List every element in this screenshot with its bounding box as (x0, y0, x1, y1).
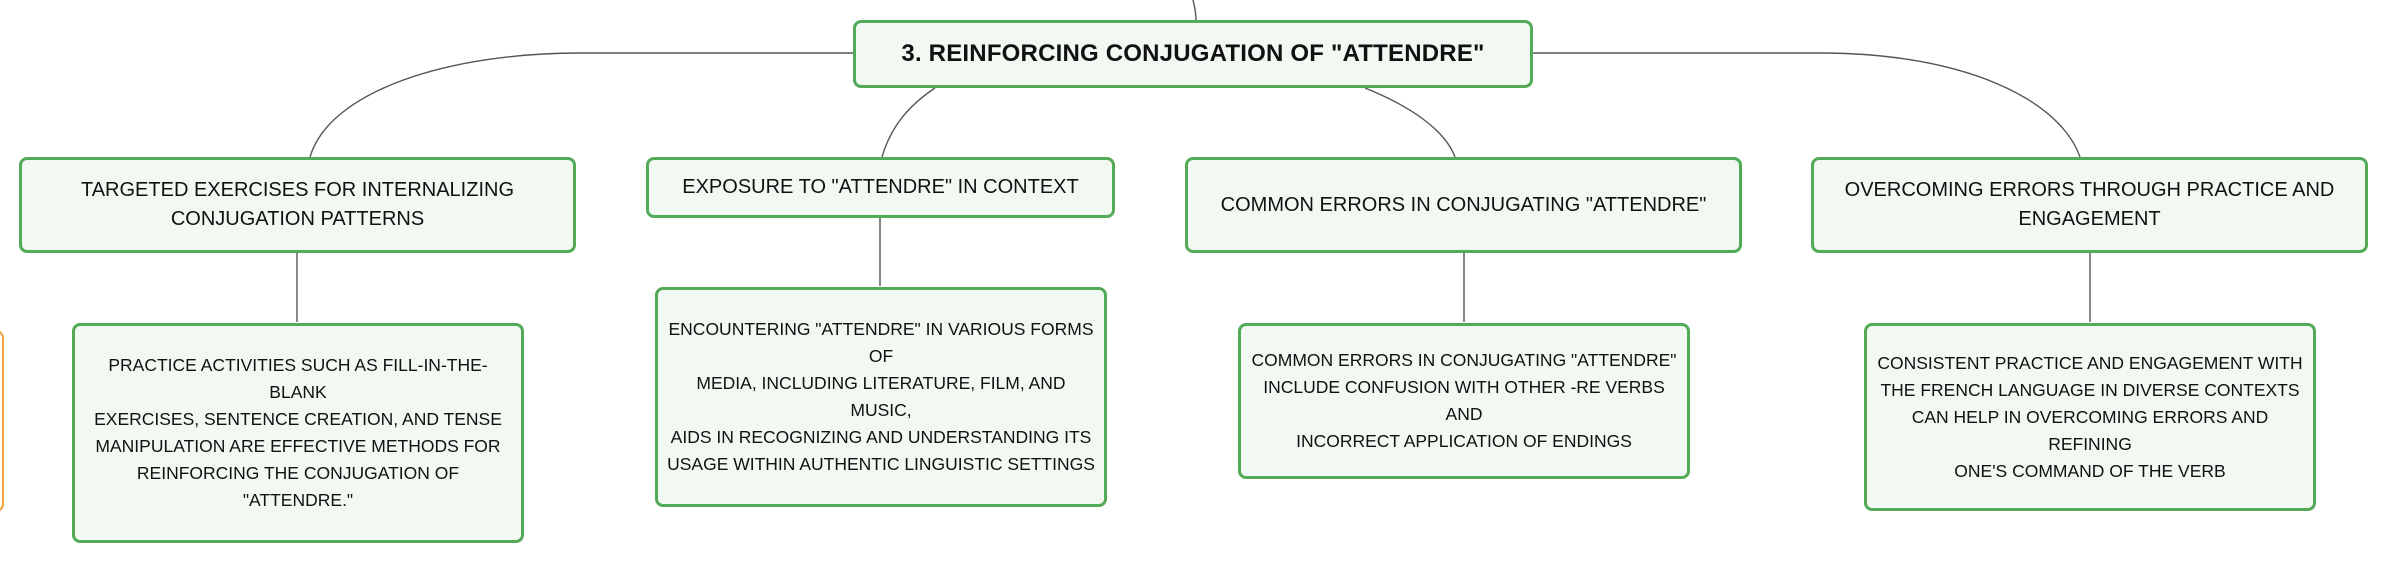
detail-node-consistent-practice[interactable]: CONSISTENT PRACTICE AND ENGAGEMENT WITH … (1864, 323, 2316, 511)
branch-label: OVERCOMING ERRORS THROUGH PRACTICE AND E… (1844, 179, 2335, 230)
branch-label: TARGETED EXERCISES FOR INTERNALIZING CON… (80, 179, 515, 230)
root-topic-node[interactable]: 3. REINFORCING CONJUGATION OF "ATTENDRE" (853, 20, 1533, 88)
detail-text: PRACTICE ACTIVITIES SUCH AS FILL-IN-THE-… (94, 355, 502, 510)
branch-label: COMMON ERRORS IN CONJUGATING "ATTENDRE" (1220, 193, 1707, 216)
branch-node-overcoming-errors[interactable]: OVERCOMING ERRORS THROUGH PRACTICE AND E… (1811, 157, 2368, 253)
detail-text: COMMON ERRORS IN CONJUGATING "ATTENDRE" … (1251, 350, 1677, 451)
root-topic-label: 3. REINFORCING CONJUGATION OF "ATTENDRE" (901, 40, 1485, 67)
detail-node-practice-activities[interactable]: PRACTICE ACTIVITIES SUCH AS FILL-IN-THE-… (72, 323, 524, 543)
branch-node-common-errors[interactable]: COMMON ERRORS IN CONJUGATING "ATTENDRE" (1185, 157, 1742, 253)
connector-branch-1 (309, 52, 853, 158)
detail-node-encountering-media[interactable]: ENCOUNTERING "ATTENDRE" IN VARIOUS FORMS… (655, 287, 1107, 507)
partial-offscreen-node (0, 330, 4, 512)
detail-text: CONSISTENT PRACTICE AND ENGAGEMENT WITH … (1877, 352, 2303, 481)
branch-node-exposure-in-context[interactable]: EXPOSURE TO "ATTENDRE" IN CONTEXT (646, 157, 1115, 218)
connector-branch-2 (881, 87, 936, 158)
detail-text: ENCOUNTERING "ATTENDRE" IN VARIOUS FORMS… (667, 319, 1095, 474)
connector-branch-4 (1533, 52, 2081, 158)
detail-node-common-errors-description[interactable]: COMMON ERRORS IN CONJUGATING "ATTENDRE" … (1238, 323, 1690, 479)
branch-node-targeted-exercises[interactable]: TARGETED EXERCISES FOR INTERNALIZING CON… (19, 157, 576, 253)
branch-label: EXPOSURE TO "ATTENDRE" IN CONTEXT (682, 176, 1079, 198)
connector-to-parent (1192, 0, 1197, 21)
connector-branch-3 (1364, 87, 1456, 158)
